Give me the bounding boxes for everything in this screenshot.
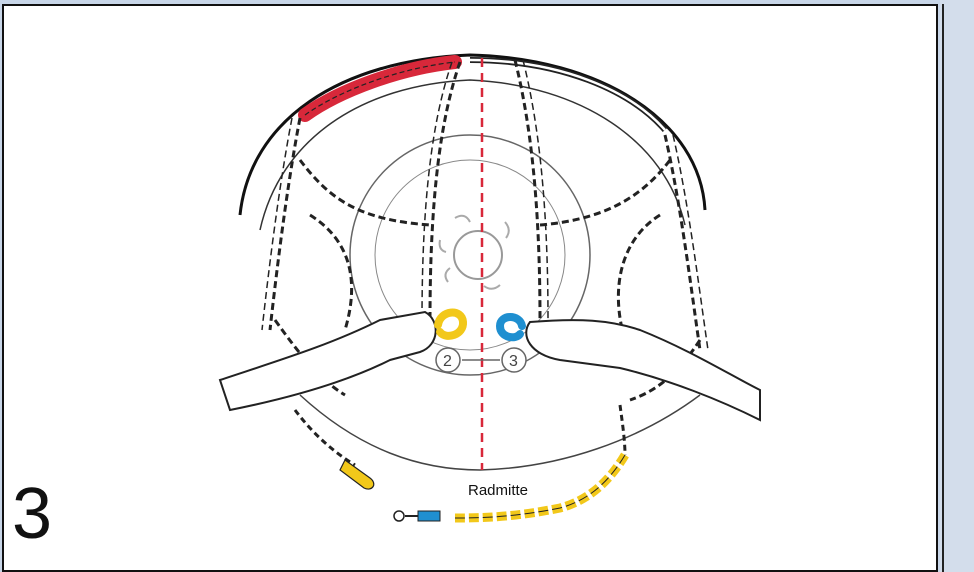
step-number: 3 [12, 478, 52, 550]
marker-2-label: 2 [443, 353, 452, 370]
right-arm [526, 320, 760, 420]
wheel-hub [454, 231, 502, 279]
center-label: Radmitte [468, 482, 528, 499]
marker-3-label: 3 [509, 353, 518, 370]
top-cable-right [470, 60, 665, 130]
yellow-hook [438, 313, 463, 336]
tire-lower-arc [300, 395, 700, 470]
right-border-line [942, 4, 944, 572]
left-arm [220, 312, 436, 410]
left-dangling-chain [295, 410, 355, 465]
right-margin-strip [940, 0, 974, 572]
chain-end-ring [394, 511, 404, 521]
left-yellow-tip [340, 460, 374, 489]
blue-hook [500, 317, 522, 337]
chain-blue-clip [418, 511, 440, 521]
right-dangling-chain [620, 405, 625, 455]
